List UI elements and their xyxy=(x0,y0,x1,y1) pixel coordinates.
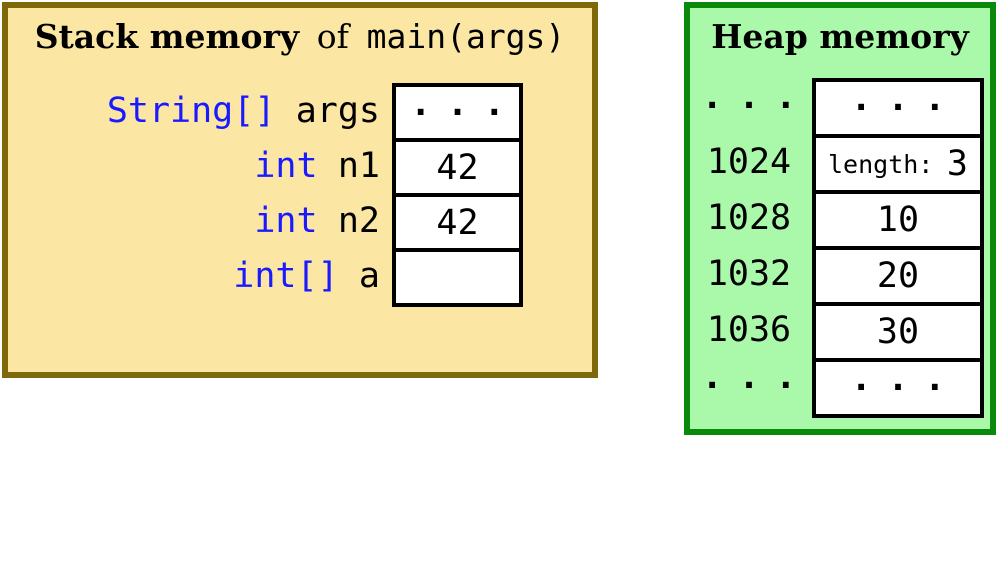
memory-cell-args: ··· xyxy=(392,83,523,142)
heap-cell-element-1: 20 xyxy=(812,246,984,306)
heap-cell-bottom-ellipsis: ··· xyxy=(812,358,984,418)
heap-address: ··· xyxy=(692,78,806,134)
heap-cell-element-0: 10 xyxy=(812,190,984,250)
cell-value: 30 xyxy=(876,312,920,352)
heap-panel-title: Heap memory xyxy=(711,17,969,56)
ellipsis-value: ··· xyxy=(850,368,962,408)
stack-cell-column: ··· 42 42 xyxy=(392,83,523,307)
heap-address-1036: 1036 xyxy=(706,310,792,350)
heap-address-column: ··· 1024 1028 1032 1036 ··· xyxy=(692,78,806,414)
cell-value: 20 xyxy=(876,256,920,296)
stack-label-n1: int n1 xyxy=(8,138,386,193)
stack-variable-labels: String[] args int n1 int n2 int[] a xyxy=(8,83,386,303)
length-field-label: length: xyxy=(828,149,934,179)
heap-cell-top-ellipsis: ··· xyxy=(812,78,984,138)
length-value: 3 xyxy=(946,144,968,184)
stack-memory-panel: Stack memory of main(args) String[] args … xyxy=(2,2,598,378)
heap-cell-column: ··· length: 3 10 20 30 ··· xyxy=(812,78,984,418)
cell-value: 42 xyxy=(436,202,479,243)
memory-cell-a xyxy=(392,248,523,307)
heap-cell-array-length: length: 3 xyxy=(812,134,984,194)
type-keyword: int xyxy=(254,200,318,241)
stack-label-n2: int n2 xyxy=(8,193,386,248)
type-keyword: int[] xyxy=(233,255,339,296)
variable-name: n1 xyxy=(337,145,380,186)
type-keyword: String[] xyxy=(106,90,276,131)
cell-value: 10 xyxy=(876,200,920,240)
ellipsis-address: ··· xyxy=(701,366,813,406)
stack-label-args: String[] args xyxy=(8,83,386,138)
heap-memory-panel: Heap memory ··· 1024 1028 1032 1036 ··· … xyxy=(684,2,996,435)
ellipsis-address: ··· xyxy=(701,86,813,126)
stack-label-a: int[] a xyxy=(8,248,386,303)
cell-value: 42 xyxy=(436,147,479,188)
variable-name: a xyxy=(358,255,380,296)
variable-name: n2 xyxy=(337,200,380,241)
ellipsis-value: ··· xyxy=(850,88,962,128)
memory-cell-n2: 42 xyxy=(392,193,523,252)
variable-name: args xyxy=(295,90,380,131)
heap-address-1028: 1028 xyxy=(706,198,792,238)
stack-title-method-code: main(args) xyxy=(366,17,566,56)
ellipsis-value: ··· xyxy=(410,92,521,133)
heap-address: ··· xyxy=(692,358,806,414)
stack-title-connector: of xyxy=(316,17,349,56)
heap-cell-element-2: 30 xyxy=(812,302,984,362)
stack-panel-title: Stack memory of main(args) xyxy=(8,18,592,56)
memory-cell-n1: 42 xyxy=(392,138,523,197)
stack-title-bold: Stack memory xyxy=(34,17,300,56)
heap-address-1024: 1024 xyxy=(706,142,792,182)
type-keyword: int xyxy=(254,145,318,186)
heap-address-1032: 1032 xyxy=(706,254,792,294)
